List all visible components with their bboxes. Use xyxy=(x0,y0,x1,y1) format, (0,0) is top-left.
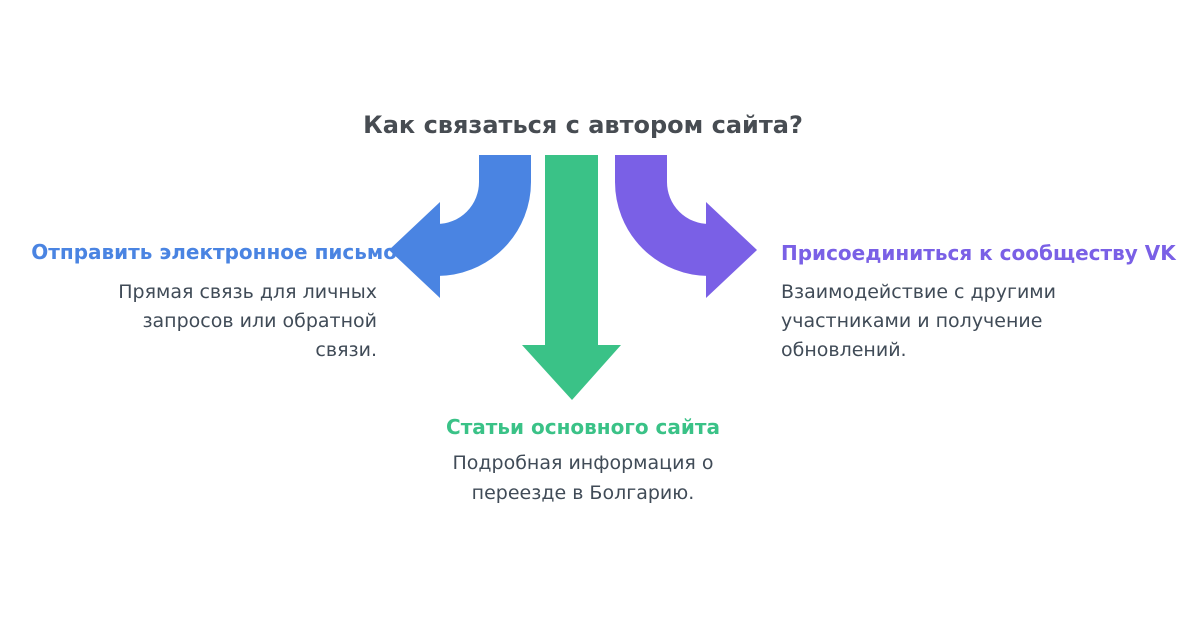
branch-articles-description: Подробная информация о переезде в Болгар… xyxy=(0,448,1166,508)
curved-arrow-left-icon xyxy=(389,155,531,298)
description-line: участниками и получение xyxy=(781,310,1043,332)
description-line: обновлений. xyxy=(781,339,907,361)
description-line: запросов или обратной xyxy=(142,310,377,332)
description-line: Прямая связь для личных xyxy=(118,281,377,303)
branch-articles-heading: Статьи основного сайта xyxy=(446,415,720,439)
straight-arrow-down-icon xyxy=(522,155,621,400)
branch-vk-description: Взаимодействие с другими участниками и п… xyxy=(781,278,1141,365)
curved-arrow-right-icon xyxy=(615,155,757,298)
description-line: связи. xyxy=(315,339,377,361)
description-line: Подробная информация о xyxy=(452,452,714,474)
description-line: переезде в Болгарию. xyxy=(471,482,695,504)
branch-vk-heading: Присоединиться к сообществу VK xyxy=(781,241,1176,265)
description-line: Взаимодействие с другими xyxy=(781,281,1056,303)
diagram-title: Как связаться с автором сайта? xyxy=(363,111,803,139)
branch-email-heading: Отправить электронное письмо xyxy=(31,240,397,264)
branch-email-description: Прямая связь для личных запросов или обр… xyxy=(15,278,377,365)
